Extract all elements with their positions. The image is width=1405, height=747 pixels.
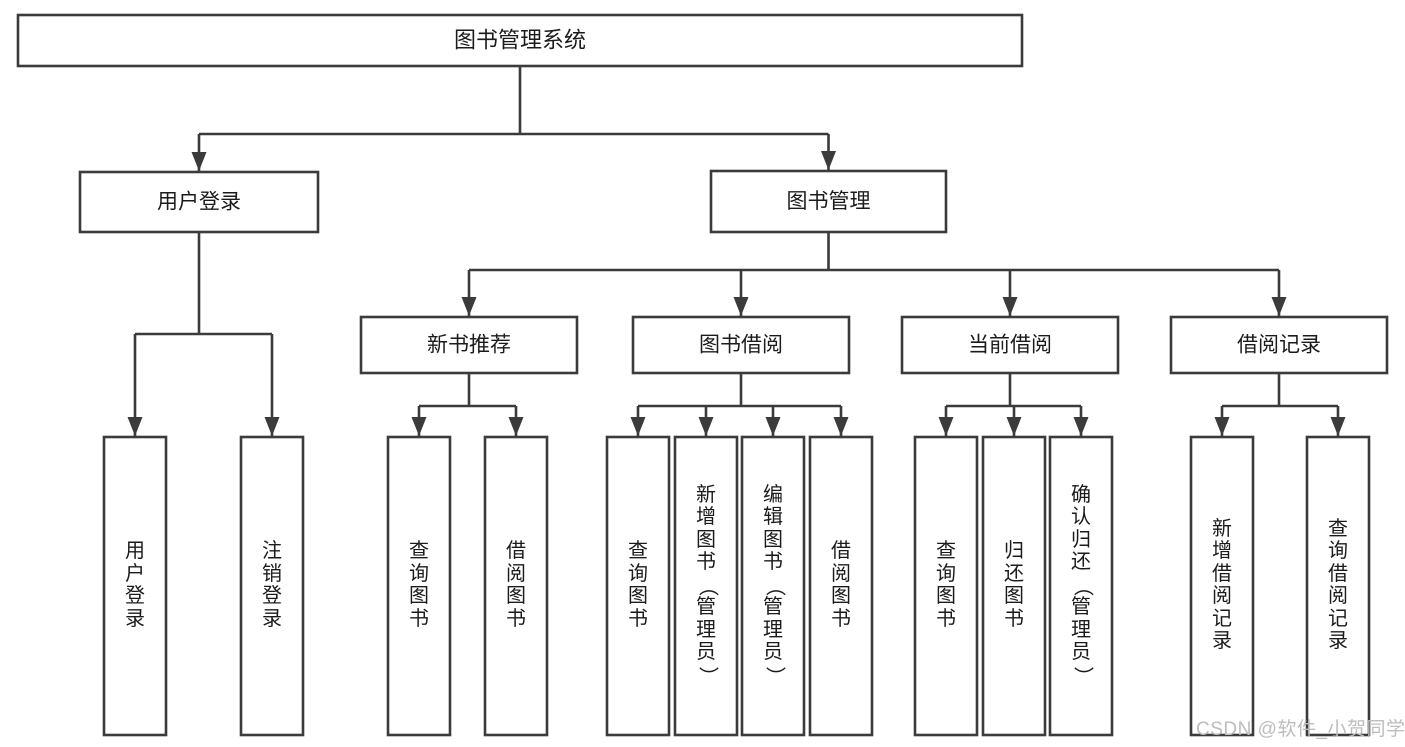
node-box-current-borrow[interactable] bbox=[900, 315, 1120, 375]
arrow-head-icon bbox=[733, 297, 749, 316]
node-box-query-book-2[interactable] bbox=[605, 435, 671, 737]
node-box-user-login-leaf[interactable] bbox=[102, 435, 168, 737]
node-box-borrow-records[interactable] bbox=[1169, 315, 1389, 375]
arrow-head-icon bbox=[1330, 417, 1346, 436]
node-label-book-borrow: 图书借阅 bbox=[699, 334, 783, 357]
arrow-head-icon bbox=[264, 417, 280, 436]
arrow-head-icon bbox=[1271, 297, 1287, 316]
node-box-new-book-recommend[interactable] bbox=[359, 315, 579, 375]
node-box-book-borrow[interactable] bbox=[631, 315, 851, 375]
arrow-head-icon bbox=[1214, 417, 1230, 436]
node-box-edit-book-admin[interactable] bbox=[740, 435, 806, 737]
node-box-confirm-return-admin[interactable] bbox=[1048, 435, 1114, 737]
arrow-head-icon bbox=[127, 417, 143, 436]
node-box-user-login[interactable] bbox=[78, 170, 320, 234]
arrow-head-icon bbox=[630, 417, 646, 436]
node-box-root[interactable] bbox=[16, 13, 1024, 68]
node-box-query-book-3[interactable] bbox=[913, 435, 979, 737]
arrow-head-icon bbox=[1002, 297, 1018, 316]
connector-layer bbox=[127, 66, 1346, 436]
node-label-root: 图书管理系统 bbox=[454, 27, 586, 52]
watermark-text: CSDN @软件_小贺同学 bbox=[1196, 719, 1405, 740]
node-label-book-management: 图书管理 bbox=[787, 190, 871, 213]
node-label-user-login: 用户登录 bbox=[157, 191, 241, 214]
node-box-book-management[interactable] bbox=[709, 169, 948, 234]
arrow-head-icon bbox=[411, 417, 427, 436]
node-box-borrow-book-1[interactable] bbox=[483, 435, 549, 737]
arrow-head-icon bbox=[461, 297, 477, 316]
node-label-current-borrow: 当前借阅 bbox=[968, 334, 1052, 357]
arrow-head-icon bbox=[508, 417, 524, 436]
node-box-borrow-book-2[interactable] bbox=[808, 435, 874, 737]
node-label-borrow-records: 借阅记录 bbox=[1237, 334, 1321, 357]
arrow-head-icon bbox=[1073, 417, 1089, 436]
arrow-head-icon bbox=[821, 151, 836, 170]
node-box-layer bbox=[16, 13, 1389, 737]
arrow-head-icon bbox=[1006, 417, 1022, 436]
node-box-return-book[interactable] bbox=[981, 435, 1047, 737]
arrow-head-icon bbox=[765, 417, 781, 436]
node-box-query-book-1[interactable] bbox=[386, 435, 452, 737]
arrow-head-icon bbox=[698, 417, 714, 436]
arrow-head-icon bbox=[833, 417, 849, 436]
node-box-add-book-admin[interactable] bbox=[673, 435, 739, 737]
node-box-query-borrow-record[interactable] bbox=[1305, 435, 1371, 737]
node-label-new-book-recommend: 新书推荐 bbox=[427, 334, 511, 357]
node-box-logout-leaf[interactable] bbox=[239, 435, 305, 737]
node-box-add-borrow-record[interactable] bbox=[1189, 435, 1255, 737]
arrow-head-icon bbox=[938, 417, 954, 436]
arrow-head-icon bbox=[191, 152, 207, 171]
